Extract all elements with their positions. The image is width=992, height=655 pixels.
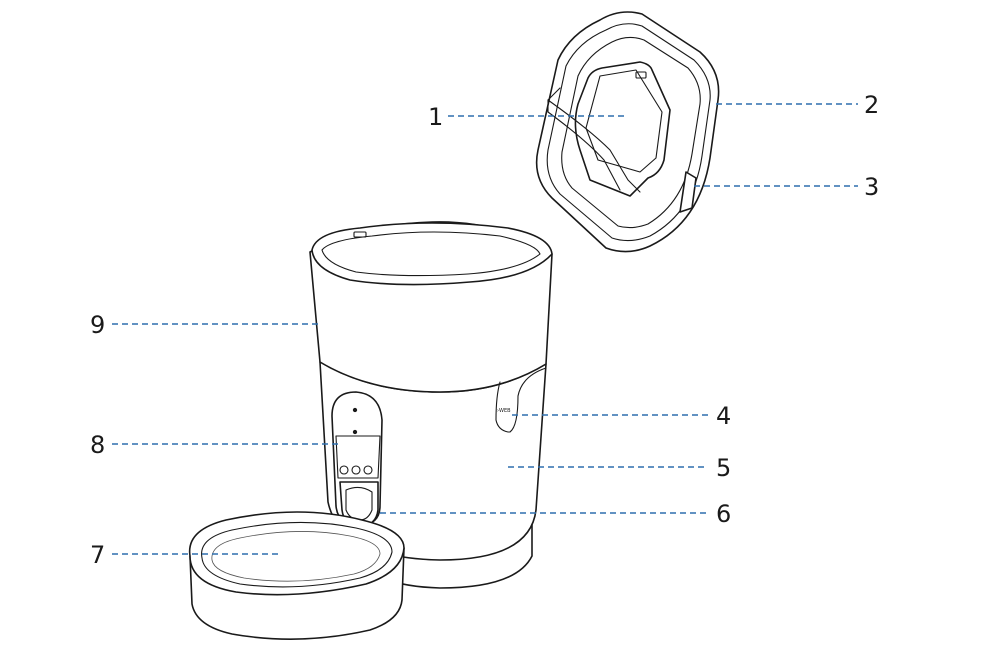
callout-label-2: 2 [864,91,879,119]
callout-2: 2 [716,91,879,119]
food-bowl [188,511,405,640]
callout-label-5: 5 [716,454,731,482]
desiccant-box [547,61,671,197]
callout-label-9: 9 [90,311,105,339]
callout-label-1: 1 [428,103,443,131]
callout-3: 3 [694,173,879,201]
callout-label-8: 8 [90,431,105,459]
lid-buckle [679,171,697,213]
callout-8: 8 [90,431,340,459]
callout-9: 9 [90,311,318,339]
callout-4: 4 [512,402,731,430]
callout-5: 5 [508,454,731,482]
callout-1: 1 [428,103,626,131]
callout-6: 6 [380,500,731,528]
callout-label-6: 6 [716,500,731,528]
callout-7: 7 [90,541,280,569]
callout-label-7: 7 [90,541,105,569]
window-label: ›WEB [497,408,511,414]
lid [535,11,720,253]
callout-label-4: 4 [716,402,731,430]
callout-label-3: 3 [864,173,879,201]
